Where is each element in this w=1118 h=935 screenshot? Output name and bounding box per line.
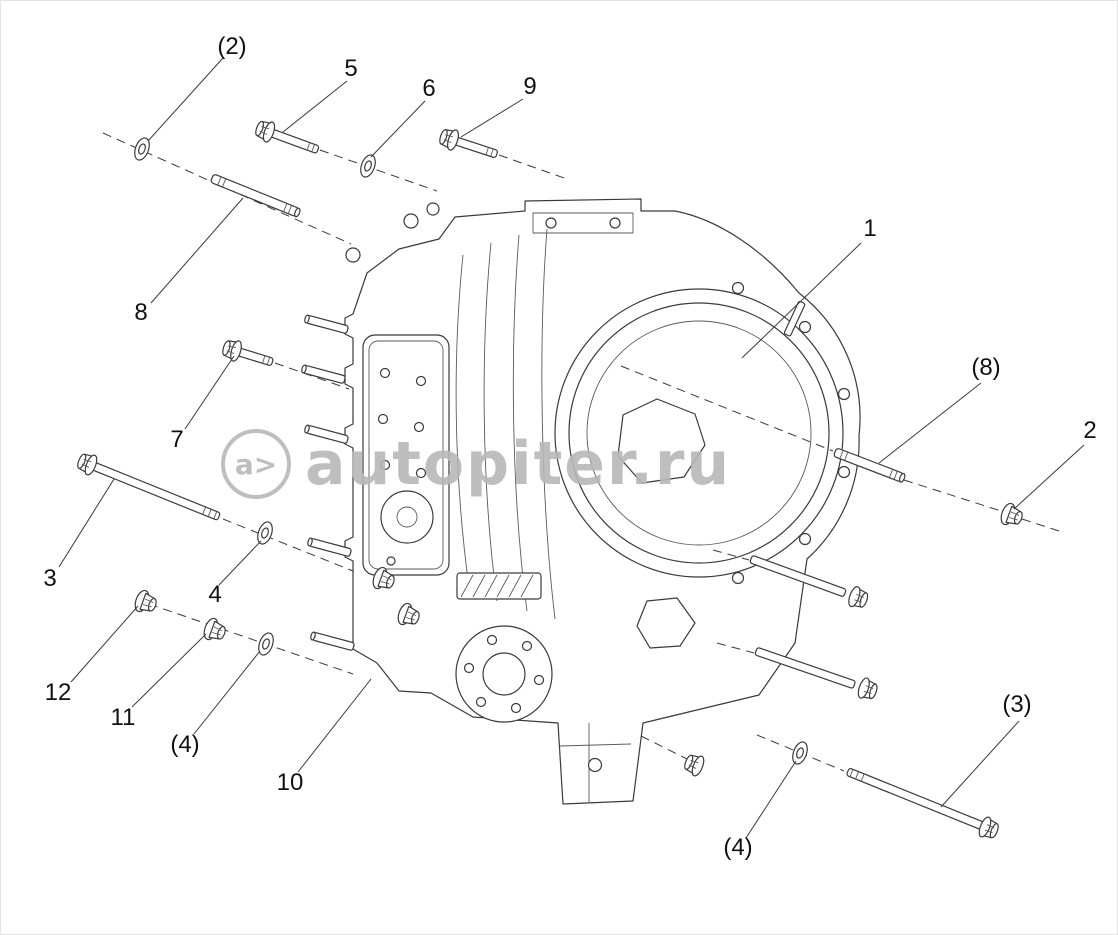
side-panel bbox=[362, 334, 450, 576]
washer-item-qty4-bottom bbox=[789, 739, 811, 767]
nut-item-2 bbox=[997, 501, 1026, 530]
callout-10: 10 bbox=[276, 769, 304, 796]
callout-qty-3: (3) bbox=[1002, 691, 1032, 718]
callout-8: 8 bbox=[134, 299, 148, 326]
callout-qty-4-bottom: (4) bbox=[723, 834, 753, 861]
foot-bracket bbox=[559, 723, 632, 802]
leader-lines bbox=[58, 57, 1085, 839]
washer-item-qty4-left bbox=[255, 630, 277, 658]
callout-qty-4-left: (4) bbox=[170, 731, 200, 758]
callout-qty-2: (2) bbox=[217, 33, 247, 60]
nut-item-12 bbox=[131, 588, 160, 617]
stud-item-qty8 bbox=[833, 448, 906, 483]
bolt-item-3 bbox=[74, 449, 221, 521]
callout-2: 2 bbox=[1083, 417, 1097, 444]
stud-right-lower bbox=[754, 647, 881, 703]
washer-item-6 bbox=[357, 152, 379, 180]
bell-ring-outer bbox=[554, 288, 844, 578]
gearbox-housing bbox=[344, 198, 861, 805]
callout-qty-8: (8) bbox=[971, 354, 1001, 381]
stud-item-8 bbox=[210, 174, 301, 218]
top-left-bosses bbox=[345, 202, 440, 263]
hardware bbox=[74, 117, 1026, 843]
callout-1: 1 bbox=[863, 215, 877, 242]
bell-center-opening bbox=[617, 398, 706, 484]
callout-11: 11 bbox=[110, 704, 136, 731]
bolt-item-9 bbox=[436, 125, 498, 158]
bolt-item-7 bbox=[219, 336, 274, 366]
callout-4: 4 bbox=[208, 581, 222, 608]
bell-ring-inner bbox=[586, 320, 812, 546]
callout-9: 9 bbox=[523, 73, 537, 100]
callout-7: 7 bbox=[170, 426, 184, 453]
callout-3: 3 bbox=[43, 565, 57, 592]
callout-6: 6 bbox=[422, 75, 436, 102]
pin-top-right bbox=[783, 300, 806, 337]
washer-item-4 bbox=[254, 519, 276, 547]
output-flange bbox=[455, 625, 553, 723]
housing-left-studs bbox=[301, 314, 355, 651]
housing-ribs bbox=[455, 228, 556, 620]
bolt-item-qty3 bbox=[846, 768, 1002, 843]
top-mount-plate bbox=[532, 212, 634, 234]
nut-item-11 bbox=[200, 616, 229, 645]
bolt-item-5 bbox=[252, 117, 320, 154]
bell-ring-mid bbox=[568, 302, 830, 564]
name-plate bbox=[456, 572, 542, 600]
callout-12: 12 bbox=[44, 679, 72, 706]
callout-5: 5 bbox=[344, 55, 358, 82]
bell-rim-holes bbox=[731, 281, 851, 585]
bolt-head-housing-bottom bbox=[681, 750, 707, 779]
bell-lower-opening bbox=[636, 597, 696, 649]
stud-right-upper bbox=[749, 555, 871, 612]
